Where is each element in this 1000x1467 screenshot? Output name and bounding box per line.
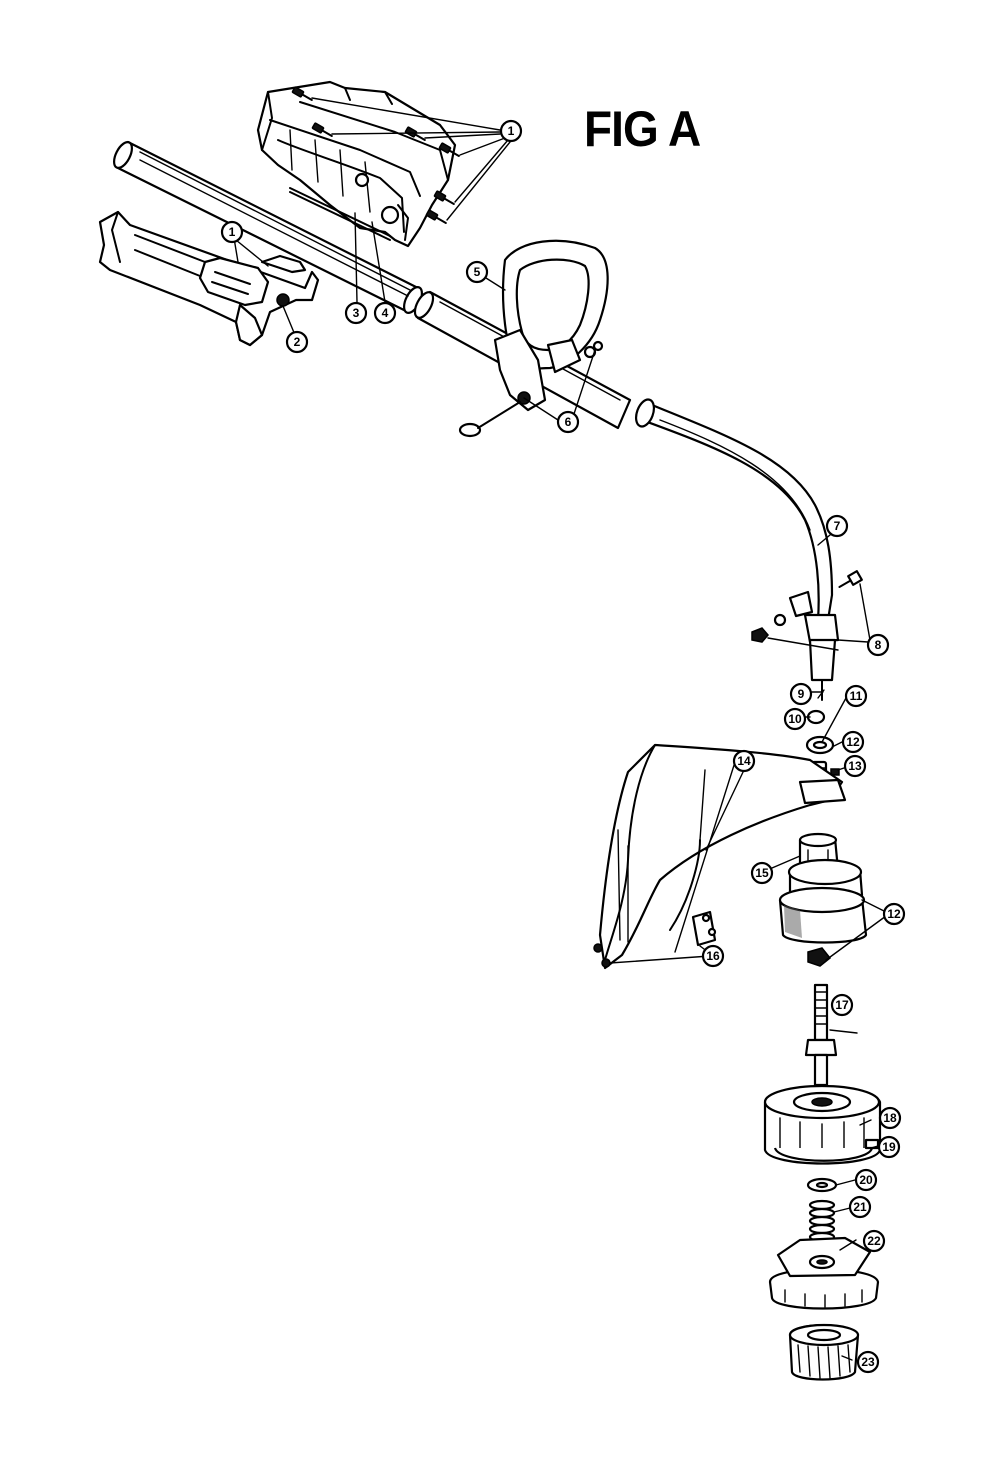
svg-text:4: 4 [382, 306, 389, 320]
handle-bolt [458, 349, 596, 438]
gear-head-assembly [771, 832, 887, 967]
callout-21: 21 [848, 1195, 872, 1219]
svg-text:11: 11 [850, 689, 863, 703]
svg-text:19: 19 [882, 1140, 896, 1154]
svg-text:2: 2 [294, 335, 301, 349]
callout-19: 19 [877, 1135, 901, 1159]
svg-text:20: 20 [859, 1173, 873, 1187]
callout-8: 8 [866, 633, 890, 657]
svg-text:3: 3 [353, 306, 360, 320]
svg-text:14: 14 [737, 754, 751, 768]
svg-text:15: 15 [755, 866, 769, 880]
grass-deflector-guard [598, 743, 847, 970]
trimmer-head-housing [763, 1084, 882, 1165]
svg-text:23: 23 [861, 1355, 875, 1369]
svg-text:22: 22 [867, 1234, 881, 1248]
rear-handle-grip [98, 210, 320, 347]
svg-text:13: 13 [848, 759, 862, 773]
svg-text:18: 18 [883, 1111, 897, 1125]
washer [806, 1177, 838, 1193]
callout-23: 23 [856, 1350, 880, 1374]
guard-leader-line-2 [674, 761, 736, 953]
callout-17: 17 [830, 993, 854, 1017]
callout-22: 22 [862, 1229, 886, 1253]
callout-11: 11 [844, 684, 868, 708]
callout-4: 4 [373, 301, 397, 325]
callout-6: 6 [556, 410, 580, 434]
loop-handle [493, 239, 609, 412]
svg-text:21: 21 [853, 1200, 867, 1214]
callout-15: 15 [750, 861, 774, 885]
callout-18: 18 [878, 1106, 902, 1130]
line-spool [768, 1236, 880, 1310]
svg-text:5: 5 [474, 265, 481, 279]
svg-text:16: 16 [706, 949, 720, 963]
callout-5: 5 [465, 260, 489, 284]
svg-text:17: 17 [835, 998, 849, 1012]
figure-title: FIG A [584, 101, 701, 157]
callout-12-lower: 12 [882, 902, 906, 926]
guard-leader-line [705, 769, 745, 851]
callout-bubbles: 1 1 2 3 4 5 6 7 8 9 10 11 12 13 14 15 12… [220, 119, 906, 1374]
svg-text:1: 1 [229, 225, 236, 239]
curved-lower-shaft [634, 398, 840, 682]
guard-screws [593, 913, 717, 968]
cover-screws [291, 86, 460, 224]
svg-text:6: 6 [565, 415, 572, 429]
engine-cover-housing [256, 80, 457, 248]
spindle-bolt [804, 983, 838, 1087]
callout-2: 2 [285, 330, 309, 354]
callout-14: 14 [732, 749, 756, 773]
svg-text:7: 7 [834, 519, 841, 533]
svg-text:12: 12 [846, 735, 860, 749]
callout-9: 9 [789, 682, 813, 706]
svg-text:9: 9 [798, 687, 805, 701]
cover-screw-leader-lines [311, 97, 511, 221]
bump-knob [788, 1323, 860, 1381]
upper-shaft-tube [112, 140, 424, 314]
svg-text:12: 12 [887, 907, 901, 921]
callout-1-cover: 1 [499, 119, 523, 143]
callout-7: 7 [825, 514, 849, 538]
spring [808, 1199, 836, 1243]
callout-20: 20 [854, 1168, 878, 1192]
callout-13: 13 [843, 754, 867, 778]
callout-1-grip: 1 [220, 220, 244, 244]
callout-10: 10 [783, 707, 807, 731]
clamp-hardware [751, 570, 871, 651]
svg-text:1: 1 [508, 124, 515, 138]
handle-nut [276, 293, 296, 336]
svg-text:10: 10 [788, 712, 802, 726]
drive-cable [289, 187, 391, 303]
callout-3: 3 [344, 301, 368, 325]
callout-16: 16 [701, 944, 725, 968]
svg-text:8: 8 [875, 638, 882, 652]
callout-12-upper: 12 [841, 730, 865, 754]
